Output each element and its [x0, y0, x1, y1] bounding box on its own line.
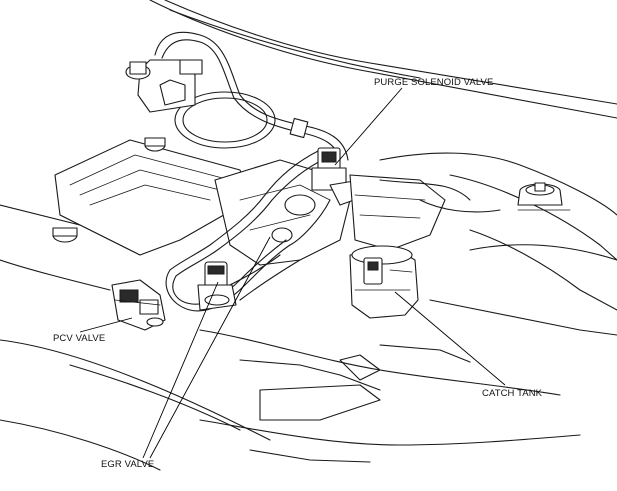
pcv-leader	[79, 317, 133, 333]
catch-tank-label: CATCH TANK	[482, 388, 543, 399]
purge-solenoid-valve-label: PURGE SOLENOID VALVE	[374, 77, 494, 88]
egr-leader-2	[149, 236, 271, 459]
right-strut-tower	[517, 182, 571, 211]
catch-tank-body	[349, 245, 419, 319]
vacuum-hoses	[154, 31, 349, 312]
egr-valve-label: EGR VALVE	[101, 459, 155, 470]
pcv-valve-body	[111, 279, 166, 331]
bracket	[349, 174, 501, 251]
hood-outline	[149, 0, 617, 119]
leader-lines	[79, 87, 506, 459]
pcv-valve-label: PCV VALVE	[53, 333, 106, 344]
egr-leader-1	[142, 281, 219, 459]
purge-leader	[334, 87, 403, 166]
lower-structure	[199, 229, 617, 463]
egr-valve-body	[197, 261, 237, 311]
catch-leader	[394, 291, 506, 386]
engine-cover	[52, 137, 251, 256]
left-body	[0, 204, 271, 471]
